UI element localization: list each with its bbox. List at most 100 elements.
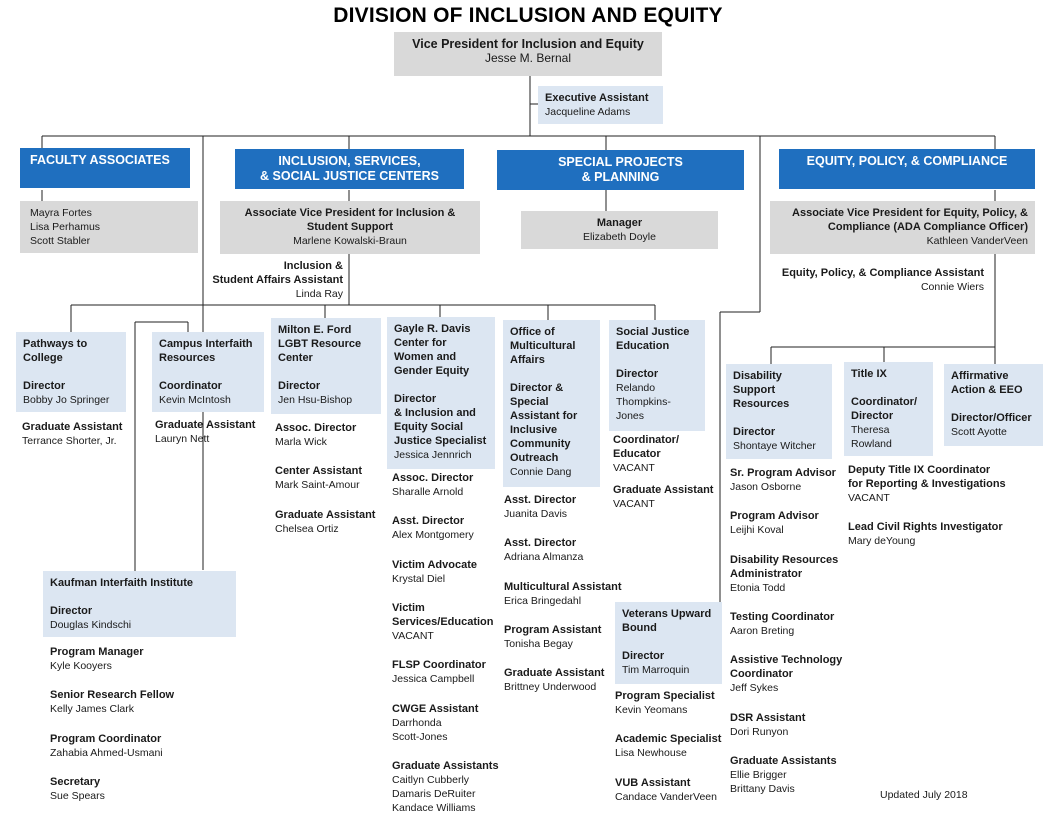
staff-entry: Program Assistant Tonisha Begay [504,623,601,651]
center-name: Resources [733,398,790,410]
vp-title: Vice President for Inclusion and Equity [412,37,644,51]
staff-entry: Center Assistant Mark Saint-Amour [275,464,362,492]
center-name: Title IX [851,368,887,380]
center-name: Affairs [510,354,545,366]
lgbt-center-box: Milton E. Ford LGBT Resource Center Dire… [271,318,381,414]
staff-entry: Graduate Assistant Terrance Shorter, Jr. [22,420,122,448]
staff-title: Disability Resources [730,554,839,566]
staff-title: Assoc. Director [275,422,357,434]
staff-name: Leijhi Koval [730,524,784,536]
staff-title: Graduate Assistants [730,755,837,767]
staff-entry: Academic Specialist Lisa Newhouse [615,732,721,760]
person-name: Kevin McIntosh [159,394,231,406]
staff-entry: Lead Civil Rights Investigator Mary deYo… [848,520,1003,548]
staff-name: Caitlyn Cubberly [392,774,470,786]
isjc-header: INCLUSION, SERVICES, & SOCIAL JUSTICE CE… [235,149,464,189]
updated-note: Updated July 2018 [880,788,968,802]
staff-entry: Program Manager Kyle Kooyers [50,645,144,673]
staff-title: Testing Coordinator [730,611,835,623]
staff-title: Program Specialist [615,690,715,702]
staff-name: Aaron Breting [730,625,795,637]
staff-title: Senior Research Fellow [50,689,175,701]
faculty-name: Scott Stabler [30,235,91,247]
epc-avp-box: Associate Vice President for Equity, Pol… [770,201,1035,254]
center-name: Center [278,352,313,364]
staff-entry: Asst. Director Alex Montgomery [392,514,474,542]
center-name: Social Justice [616,326,690,338]
staff-title: VUB Assistant [615,777,691,789]
staff-title: Asst. Director [392,515,465,527]
staff-name: Kyle Kooyers [50,660,112,672]
role-title: Assistant for [510,410,578,422]
executive-assistant-box: Executive Assistant Jacqueline Adams [538,86,663,124]
isjc-header-line2: & SOCIAL JUSTICE CENTERS [260,169,439,183]
staff-title: Deputy Title IX Coordinator [848,464,991,476]
staff-name: Etonia Todd [730,582,786,594]
vp-name: Jesse M. Bernal [484,51,572,65]
staff-name: Brittney Underwood [504,681,597,693]
staff-title: Secretary [50,776,101,788]
staff-title: Program Manager [50,646,144,658]
role-title: Director [278,380,321,392]
staff-name: Lisa Newhouse [615,747,687,759]
center-name: LGBT Resource [278,338,362,350]
veterans-upward-bound-box: Veterans Upward Bound Director Tim Marro… [615,602,722,684]
person-name: Jen Hsu-Bishop [278,394,353,406]
center-name: Women and [394,351,457,363]
campus-interfaith-box: Campus Interfaith Resources Coordinator … [152,332,264,412]
staff-entry: Program Specialist Kevin Yeomans [615,689,715,717]
staff-name: Adriana Almanza [504,551,584,563]
epc-avp-title-line2: Compliance (ADA Compliance Officer) [827,221,1028,233]
faculty-name: Lisa Perhamus [30,221,101,233]
staff-entry: DSR Assistant Dori Runyon [730,711,805,739]
role-title: Coordinator/ [851,396,917,408]
center-name: Support [733,384,776,396]
staff-entry: Assistive Technology Coordinator Jeff Sy… [730,653,842,695]
staff-title: Sr. Program Advisor [730,467,836,479]
staff-entry: Testing Coordinator Aaron Breting [730,610,834,638]
staff-title: for Reporting & Investigations [848,478,1006,490]
staff-name: Mary deYoung [848,535,916,547]
staff-entry: Senior Research Fellow Kelly James Clark [50,688,174,716]
staff-entry: Program Coordinator Zahabia Ahmed-Usmani [50,732,163,760]
person-name: Relando [616,382,656,394]
staff-entry: Graduate Assistant Chelsea Ortiz [275,508,375,536]
center-name: Gender Equity [394,365,470,377]
role-title: Director/Officer [951,412,1032,424]
staff-title: Services/Education [392,616,494,628]
staff-entry: Asst. Director Juanita Davis [504,493,576,521]
person-name: Douglas Kindschi [50,619,132,631]
role-title: Community [510,438,571,450]
staff-name: VACANT [392,630,434,642]
page-title: DIVISION OF INCLUSION AND EQUITY [333,4,723,27]
center-name: Kaufman Interfaith Institute [50,577,194,589]
isjc-assistant-name: Linda Ray [295,288,343,300]
staff-name: Ellie Brigger [730,769,787,781]
staff-title: Victim [392,602,425,614]
staff-title: DSR Assistant [730,712,806,724]
pathways-box: Pathways to College Director Bobby Jo Sp… [16,332,126,412]
center-name: Gayle R. Davis [394,323,471,335]
staff-entry: Secretary Sue Spears [50,775,105,803]
staff-name: Scott-Jones [392,731,448,743]
vp-box: Vice President for Inclusion and Equity … [394,32,662,76]
staff-name: Darrhonda [392,717,442,729]
isjc-avp-name: Marlene Kowalski-Braun [293,235,407,247]
role-title: Director [616,368,659,380]
staff-name: Tonisha Begay [504,638,573,650]
disability-support-box: Disability Support Resources Director Sh… [726,364,832,459]
staff-name: Jason Osborne [730,481,802,493]
exec-assistant-title: Executive Assistant [545,92,649,104]
staff-name: Mark Saint-Amour [275,479,360,491]
role-title: Director & [510,382,564,394]
center-name: College [23,352,63,364]
center-name: Affirmative [951,370,1009,382]
staff-name: VACANT [613,462,655,474]
staff-name: Jeff Sykes [730,682,779,694]
role-title: Outreach [510,452,559,464]
person-name: Jessica Jennrich [394,449,472,461]
special-header-line2: & PLANNING [581,170,660,184]
center-name: Center for [394,337,447,349]
staff-name: Terrance Shorter, Jr. [22,435,117,447]
